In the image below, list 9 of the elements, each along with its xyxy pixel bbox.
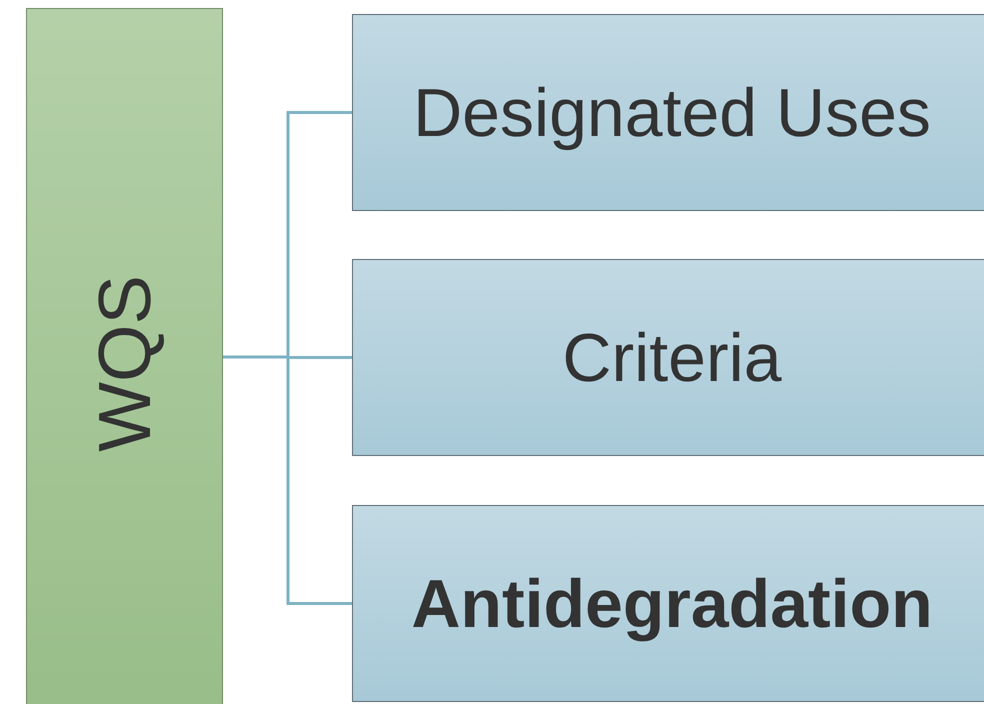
process-box: [352, 14, 984, 211]
rotated-label: WQS: [82, 274, 167, 452]
side-bar: [26, 8, 223, 704]
box-label: Antidegradation: [411, 564, 933, 642]
box-label: Criteria: [562, 318, 782, 396]
process-box: [352, 505, 984, 702]
connector-line: [223, 356, 352, 605]
process-box: [352, 259, 984, 456]
box-label: Designated Uses: [413, 74, 931, 152]
